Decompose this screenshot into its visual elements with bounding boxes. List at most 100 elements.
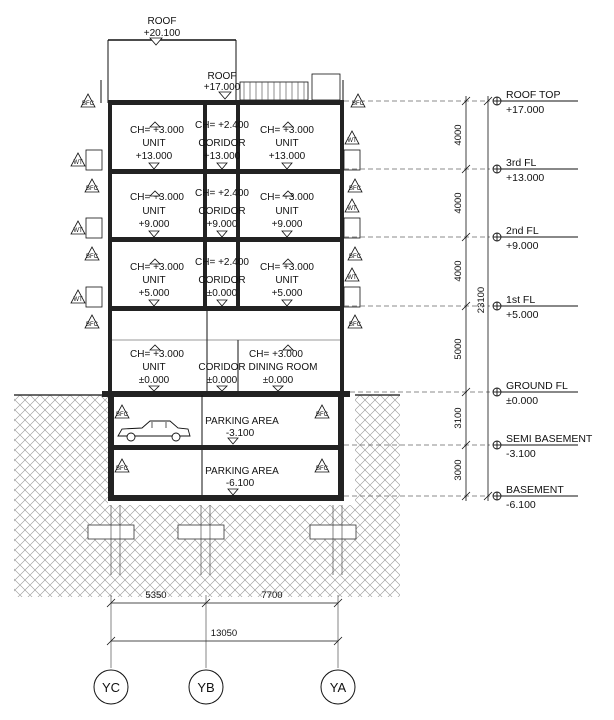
room-elev: +13.000 [269, 151, 306, 162]
room-name: UNIT [275, 206, 298, 217]
room-elev: ±0.000 [207, 288, 238, 299]
tag-label: BFC [349, 186, 362, 192]
wt-tag: WT [70, 152, 86, 167]
parking-elev: -6.100 [226, 478, 255, 489]
tag-label: WT [73, 160, 83, 166]
level-elevation: -6.100 [506, 499, 536, 511]
building-structure [102, 100, 350, 501]
roof-elevation: +20.100 [144, 28, 181, 39]
room-ch: CH= +3.000 [130, 262, 184, 273]
roof-label: ROOF [148, 16, 177, 27]
soil-hatch [14, 395, 400, 597]
bfc-tag: BFC [350, 93, 366, 108]
room-elev: ±0.000 [139, 375, 170, 386]
room-ch: CH= +3.000 [130, 349, 184, 360]
tag-label: BFC [86, 254, 99, 260]
room-ch: CH= +3.000 [260, 125, 314, 136]
room-ch: CH= +3.000 [249, 349, 303, 360]
room-elev: +9.000 [139, 219, 170, 230]
foundation-footings [87, 505, 357, 575]
room-ch: CH= +3.000 [130, 125, 184, 136]
wt-tag: WT [344, 267, 360, 282]
room-elev: +13.000 [136, 151, 173, 162]
grid-axis-label: YA [330, 680, 347, 695]
room-elev: ±0.000 [207, 375, 238, 386]
upper-roof-elevation: +17.000 [204, 82, 241, 93]
level-dim: 5000 [453, 338, 464, 359]
level-name: GROUND FL [506, 380, 568, 392]
tag-label: BFC [352, 101, 365, 107]
level-name: 3rd FL [506, 157, 537, 169]
level-dim: 3000 [453, 459, 464, 480]
level-markers: ROOF TOP+17.000 3rd FL +13.000 2nd FL+9.000… [492, 89, 593, 511]
room-name: DINING ROOM [249, 362, 318, 373]
room-name: UNIT [142, 362, 165, 373]
tag-label: BFC [116, 466, 129, 472]
bfc-tag: BFC [84, 314, 100, 329]
tag-label: WT [73, 297, 83, 303]
level-marker: 1st FL +5.000 [492, 294, 578, 321]
vertical-dimension-lines [461, 96, 493, 501]
bay-dim: 5350 [145, 590, 166, 601]
upper-roof-label: ROOF [208, 71, 237, 82]
room-ch: CH= +3.000 [260, 192, 314, 203]
room-name: CORIDOR [198, 362, 245, 373]
level-dim: 3100 [453, 407, 464, 428]
elevation-markers [148, 121, 294, 496]
level-name: BASEMENT [506, 484, 564, 496]
tag-label: BFC [82, 101, 95, 107]
room-ch: CH= +2.400 [195, 188, 249, 199]
tag-label: BFC [349, 322, 362, 328]
bay-dim: 7700 [261, 590, 282, 601]
bfc-tag: BFC [80, 93, 96, 108]
room-name: CORIDOR [198, 138, 245, 149]
room-name: UNIT [275, 138, 298, 149]
level-elevation: -3.100 [506, 448, 536, 460]
bfc-tag: BFC [114, 458, 130, 473]
level-name: 2nd FL [506, 225, 539, 237]
overall-width-dim: 13050 [211, 628, 237, 639]
level-dim: 4000 [453, 260, 464, 281]
grid-axis-ya: YA [320, 669, 356, 705]
tag-label: BFC [316, 412, 329, 418]
grid-axis-yb: YB [188, 669, 224, 705]
parking-elev: -3.100 [226, 428, 255, 439]
horizontal-dimension-lines [106, 595, 343, 668]
room-name: UNIT [275, 275, 298, 286]
wt-tag: WT [70, 220, 86, 235]
level-name: SEMI BASEMENT [506, 433, 593, 445]
level-elevation: +13.000 [506, 172, 544, 184]
room-elev: +9.000 [207, 219, 238, 230]
roof-structure [100, 37, 344, 103]
level-dim: 4000 [453, 192, 464, 213]
tag-label: BFC [349, 254, 362, 260]
room-elev: +13.000 [204, 151, 241, 162]
tag-label: WT [347, 138, 357, 144]
level-elevation: +5.000 [506, 309, 539, 321]
bfc-tag: BFC [347, 178, 363, 193]
bfc-tag: BFC [84, 178, 100, 193]
room-ch: CH= +3.000 [130, 192, 184, 203]
room-name: UNIT [142, 138, 165, 149]
level-marker: 2nd FL+9.000 [492, 225, 578, 252]
balconies [85, 149, 361, 308]
grid-axis-label: YB [197, 680, 214, 695]
tag-label: BFC [86, 186, 99, 192]
bfc-tag: BFC [84, 246, 100, 261]
room-name: UNIT [142, 206, 165, 217]
room-ch: CH= +2.400 [195, 257, 249, 268]
level-elevation: ±0.000 [506, 395, 538, 407]
level-elevation: +17.000 [506, 104, 544, 116]
bfc-tag: BFC [314, 404, 330, 419]
tag-label: WT [347, 275, 357, 281]
room-ch: CH= +3.000 [260, 262, 314, 273]
wt-tag: WT [344, 130, 360, 145]
tag-label: WT [73, 228, 83, 234]
room-elev: +9.000 [272, 219, 303, 230]
level-marker: 3rd FL +13.000 [492, 157, 578, 184]
level-name: 1st FL [506, 294, 535, 306]
parking-name: PARKING AREA [205, 416, 279, 427]
level-marker: ROOF TOP+17.000 [492, 89, 578, 116]
